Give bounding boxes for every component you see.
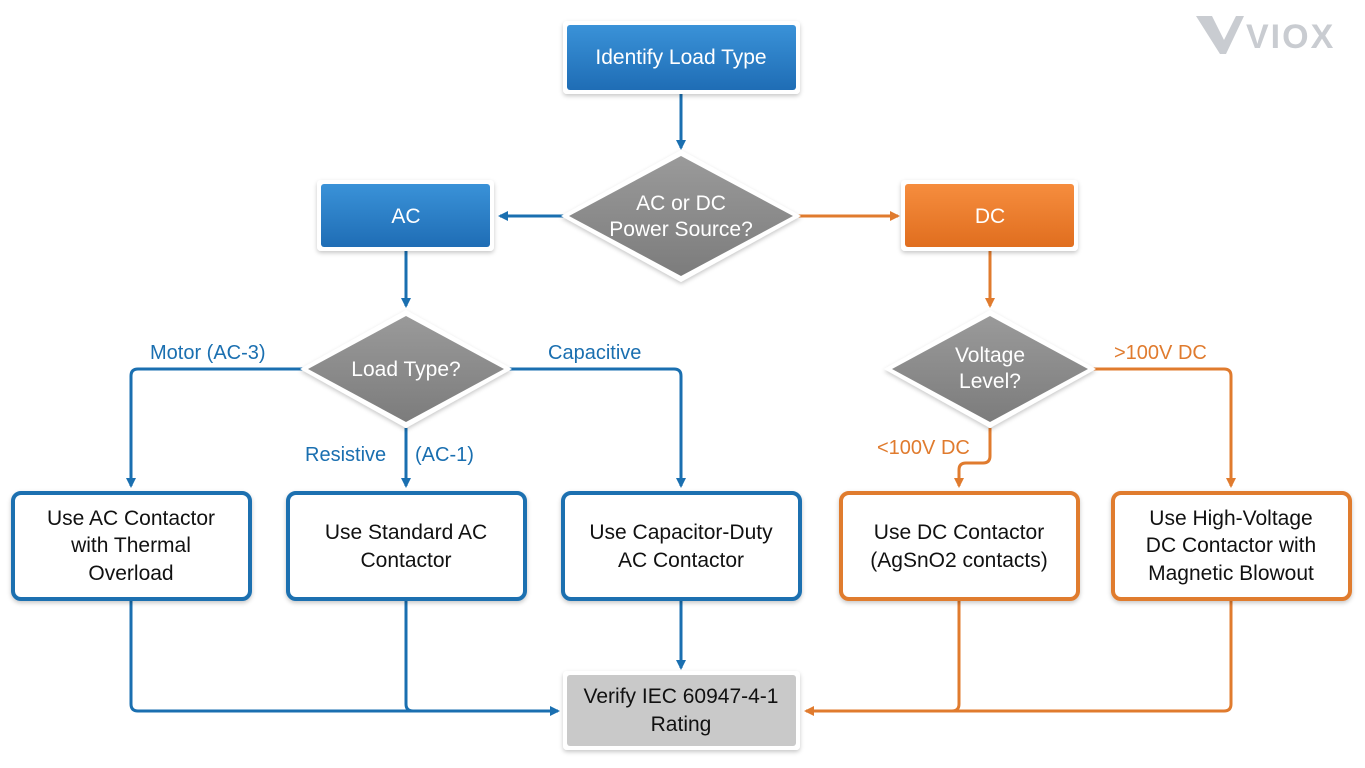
node-verify-rating: Verify IEC 60947-4-1 Rating [563, 671, 800, 750]
node-voltage-line1: Voltage [955, 344, 1025, 367]
node-dc-high-voltage: Use High-Voltage DC Contactor with Magne… [1111, 491, 1352, 601]
node-voltage-level-decision: Voltage Level? [884, 310, 1096, 428]
node-verify-line1: Verify IEC 60947-4-1 [584, 685, 779, 708]
label-over-100v: >100V DC [1114, 342, 1207, 364]
edge-dc-contactor-to-verify [951, 600, 961, 713]
node-power-source-line2: Power Source? [609, 218, 753, 241]
edge-thermal-to-verify [129, 600, 560, 716]
node-ac-thermal-line1: Use AC Contactor [47, 507, 215, 530]
label-under-100v: <100V DC [877, 437, 970, 459]
node-ac-thermal-overload: Use AC Contactor with Thermal Overload [11, 491, 252, 601]
node-ac-thermal-line2: with Thermal [70, 534, 191, 557]
node-ac-capacitor-duty: Use Capacitor-Duty AC Contactor [561, 491, 802, 601]
node-ac: AC [317, 180, 494, 251]
node-dc-hv-line3: Magnetic Blowout [1148, 562, 1314, 585]
node-ac-capacitor-line1: Use Capacitor-Duty [589, 521, 773, 544]
node-ac-thermal-line3: Overload [88, 562, 173, 585]
edge-loadtype-to-capacitor [508, 367, 686, 488]
node-dc: DC [901, 180, 1078, 251]
node-ac-capacitor-line2: AC Contactor [618, 549, 744, 572]
node-dc-contactor-line2: (AgSnO2 contacts) [870, 549, 1047, 572]
node-power-source-decision: AC or DC Power Source? [561, 150, 801, 282]
node-dc-hv-line1: Use High-Voltage [1149, 507, 1312, 530]
node-ac-standard-line1: Use Standard AC [325, 521, 487, 544]
node-ac-standard: Use Standard AC Contactor [286, 491, 527, 601]
node-identify-text: Identify Load Type [595, 46, 766, 69]
node-dc-contactor: Use DC Contactor (AgSnO2 contacts) [839, 491, 1080, 601]
edge-voltage-to-highvoltage [1092, 367, 1236, 488]
node-load-type-text: Load Type? [351, 358, 460, 381]
node-power-source-line1: AC or DC [636, 192, 726, 215]
node-ac-standard-line2: Contactor [360, 549, 451, 572]
node-ac-text: AC [391, 205, 420, 228]
label-motor: Motor (AC-3) [150, 342, 266, 364]
label-ac1: (AC-1) [415, 444, 474, 466]
node-verify-line2: Rating [651, 713, 712, 736]
connectors [126, 94, 1236, 716]
label-capacitive: Capacitive [548, 342, 641, 364]
edge-voltage-to-dc-contactor [954, 428, 992, 488]
edge-standard-to-verify [404, 600, 414, 713]
node-voltage-line2: Level? [959, 370, 1021, 393]
logo-mark-icon [1196, 16, 1244, 54]
node-load-type-decision: Load Type? [300, 310, 512, 428]
logo-text: VIOX [1246, 18, 1335, 56]
label-resistive: Resistive [305, 444, 386, 466]
node-dc-contactor-line1: Use DC Contactor [874, 521, 1044, 544]
viox-logo: VIOX [1196, 16, 1335, 56]
edge-labels: Motor (AC-3) Capacitive Resistive (AC-1)… [150, 342, 1207, 466]
node-dc-hv-line2: DC Contactor with [1146, 534, 1316, 557]
edge-highvoltage-to-verify [804, 600, 1233, 716]
node-identify-load-type: Identify Load Type [563, 21, 800, 94]
edge-loadtype-to-thermal [126, 367, 304, 488]
node-dc-text: DC [975, 205, 1005, 228]
